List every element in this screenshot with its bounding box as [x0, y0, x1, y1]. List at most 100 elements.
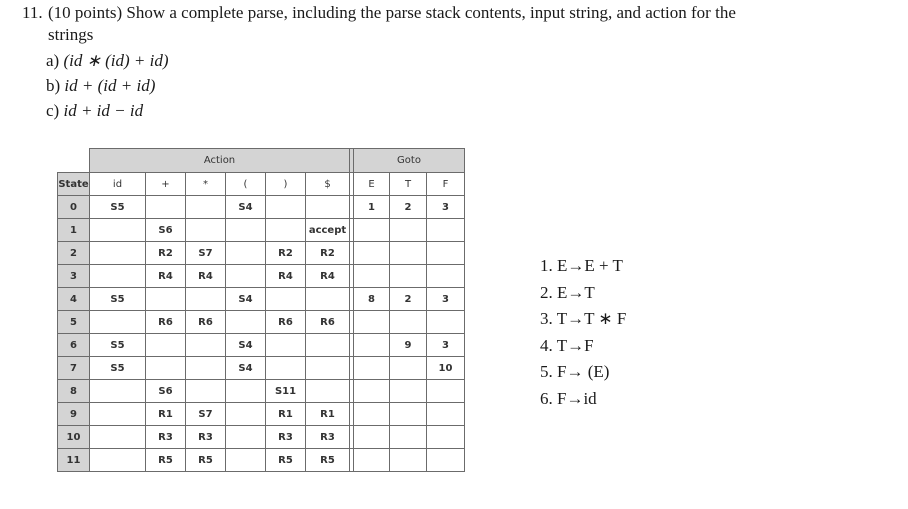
action-cell: S4 [225, 287, 266, 311]
action-cell: R5 [265, 448, 306, 472]
state-cell: 9 [57, 402, 90, 426]
action-cell: R4 [185, 264, 226, 288]
state-cell: 0 [57, 195, 90, 219]
goto-cell: 3 [426, 287, 465, 311]
goto-cell [353, 218, 390, 242]
goto-cell [389, 310, 427, 334]
state-cell: 6 [57, 333, 90, 357]
action-cell [305, 333, 350, 357]
action-cell: S6 [145, 379, 186, 403]
action-cell: R1 [305, 402, 350, 426]
rule-5: 5. F→ (E) [540, 362, 610, 381]
col-rparen: ) [265, 172, 306, 196]
action-cell: R1 [145, 402, 186, 426]
goto-cell [389, 379, 427, 403]
goto-cell: 2 [389, 195, 427, 219]
action-cell: S6 [145, 218, 186, 242]
action-cell: R6 [185, 310, 226, 334]
action-cell: S5 [89, 195, 146, 219]
goto-cell [353, 310, 390, 334]
question-continuation: strings [48, 25, 94, 44]
action-cell [225, 448, 266, 472]
col-E: E [353, 172, 390, 196]
goto-cell [426, 425, 465, 449]
goto-cell: 3 [426, 195, 465, 219]
goto-cell [353, 333, 390, 357]
col-T: T [389, 172, 427, 196]
goto-cell [353, 356, 390, 380]
state-cell: 5 [57, 310, 90, 334]
state-cell: 4 [57, 287, 90, 311]
goto-cell [426, 264, 465, 288]
action-cell: R1 [265, 402, 306, 426]
goto-header: Goto [353, 148, 465, 173]
state-cell: 3 [57, 264, 90, 288]
action-cell: S5 [89, 287, 146, 311]
action-cell [225, 425, 266, 449]
col-star: * [185, 172, 226, 196]
rule-3: 3. T→T ∗ F [540, 309, 627, 328]
action-cell: R5 [305, 448, 350, 472]
action-cell: accept [305, 218, 350, 242]
goto-cell [426, 448, 465, 472]
action-cell [305, 195, 350, 219]
column-header-row: State id + * ( ) $ E T F [57, 172, 465, 196]
rule-4: 4. T→F [540, 335, 594, 355]
goto-cell [426, 310, 465, 334]
parts-list: a) (id ∗ (id) + id) b) id + (id + id) c)… [46, 48, 169, 123]
group-header-row: Action Goto [58, 148, 465, 173]
action-cell [265, 287, 306, 311]
goto-cell [389, 241, 427, 265]
goto-cell [389, 448, 427, 472]
action-header: Action [89, 148, 350, 173]
action-cell [225, 264, 266, 288]
action-cell [225, 218, 266, 242]
action-cell [89, 379, 146, 403]
state-header: State [57, 172, 90, 196]
goto-cell [353, 264, 390, 288]
goto-cell [353, 379, 390, 403]
state-cell: 10 [57, 425, 90, 449]
action-cell [265, 218, 306, 242]
action-cell [185, 195, 226, 219]
action-cell: R3 [305, 425, 350, 449]
action-cell: R2 [145, 241, 186, 265]
action-cell: S5 [89, 356, 146, 380]
question-body: (10 points) Show a complete parse, inclu… [48, 3, 736, 22]
action-cell: R6 [145, 310, 186, 334]
col-id: id [89, 172, 146, 196]
part-c: c) id + id − id [46, 101, 144, 120]
goto-cell: 1 [353, 195, 390, 219]
rule-1: 1. E→E + T [540, 256, 623, 275]
action-cell [89, 425, 146, 449]
action-cell [145, 356, 186, 380]
action-cell: S4 [225, 356, 266, 380]
action-cell [185, 356, 226, 380]
goto-cell: 3 [426, 333, 465, 357]
action-cell: R3 [145, 425, 186, 449]
action-cell: S7 [185, 241, 226, 265]
goto-cell: 8 [353, 287, 390, 311]
action-cell [225, 310, 266, 334]
state-cell: 11 [57, 448, 90, 472]
action-cell [305, 379, 350, 403]
grammar-rules: 1. E→E + T 2. E→T 3. T→T ∗ F 4. T→F 5. F… [540, 253, 626, 412]
action-cell [305, 356, 350, 380]
rule-2: 2. E→T [540, 282, 595, 302]
action-cell [89, 402, 146, 426]
action-cell [145, 195, 186, 219]
action-cell: R2 [265, 241, 306, 265]
action-cell [89, 310, 146, 334]
action-cell: R6 [305, 310, 350, 334]
action-cell: R4 [305, 264, 350, 288]
action-cell: S4 [225, 195, 266, 219]
